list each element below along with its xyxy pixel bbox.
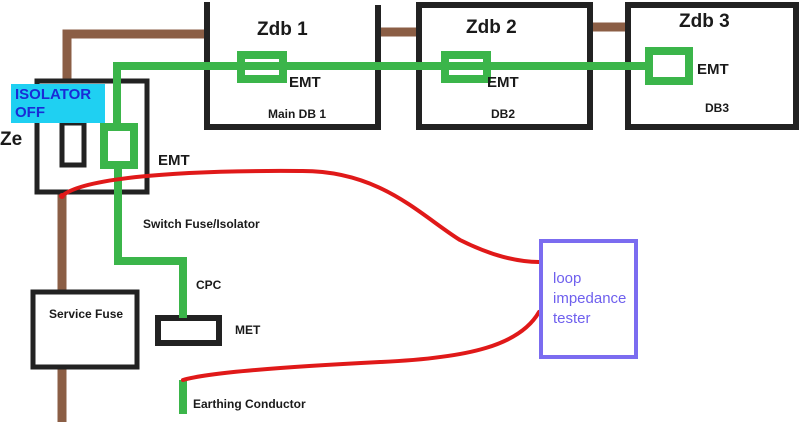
switch-fuse-label: Switch Fuse/Isolator [143, 217, 260, 231]
loop-impedance-tester: loop impedance tester [539, 239, 638, 359]
board-1-title: Zdb 1 [257, 19, 308, 40]
emt-terminal-isolator [100, 123, 138, 169]
probe-point-phase [59, 193, 65, 199]
emt-terminal-db3 [645, 47, 693, 85]
met-bar [155, 315, 222, 346]
isolator-enclosure [34, 78, 150, 195]
supply-cable-to-isolator [62, 29, 210, 82]
cpc-label: CPC [196, 278, 222, 292]
emt-label-db1: EMT [289, 74, 321, 91]
emt-label-db3: EMT [697, 61, 729, 78]
board-3-title: Zdb 3 [679, 11, 730, 32]
emt-label-db2: EMT [487, 74, 519, 91]
met-label: MET [235, 323, 261, 337]
isolator-handle [59, 120, 87, 168]
service-fuse-box [30, 289, 140, 370]
tester-label-line1: loop [553, 270, 582, 287]
supply-cables [57, 22, 628, 422]
board-3-name: DB3 [705, 101, 730, 115]
emt-bonding-conductor [113, 62, 646, 127]
isolator-status-badge: ISOLATOR OFF [11, 84, 105, 123]
board-2-name: DB2 [491, 107, 516, 121]
test-leads [60, 168, 541, 382]
emt-label-isolator: EMT [158, 152, 190, 169]
ze-label: Ze [0, 129, 23, 150]
board-1-name: Main DB 1 [268, 107, 327, 121]
cpc-conductor [114, 165, 187, 318]
isolator-status-line2: OFF [15, 104, 45, 121]
enclosures [30, 2, 799, 370]
tester-label-line2: impedance [553, 290, 627, 307]
board-2-title: Zdb 2 [466, 17, 517, 38]
test-lead-earth [181, 310, 541, 382]
earth-conductors [100, 47, 693, 414]
isolator-status-line1: ISOLATOR [15, 86, 92, 103]
earthing-conductor-label: Earthing Conductor [193, 397, 306, 411]
test-lead-line [60, 168, 541, 264]
emt-terminal-db2 [441, 51, 491, 83]
service-fuse-label: Service Fuse [49, 307, 124, 321]
tester-label-line3: tester [553, 310, 591, 327]
emt-terminal-db1 [237, 51, 287, 83]
